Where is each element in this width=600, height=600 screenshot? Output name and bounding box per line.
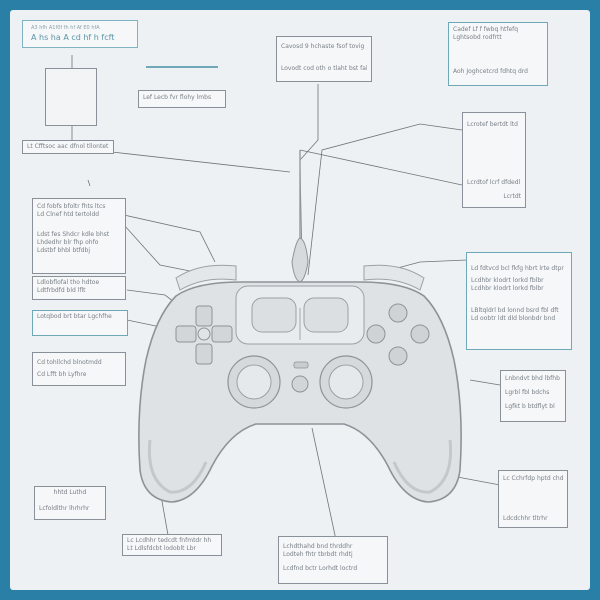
label-text: Lnbndvt bhd lbfhb xyxy=(505,375,560,382)
leader-top-center xyxy=(299,84,319,271)
label-text: Cd Lfft bh Lyfhre xyxy=(37,371,87,378)
label-text: Lef Lecb fvr flohy lmbs xyxy=(143,94,212,101)
label-text: Cd tohllchd blnotmdd xyxy=(37,359,102,366)
face-buttons xyxy=(366,303,430,366)
label-text: Lodteh fhtr tbrbdt rhdtj xyxy=(283,551,353,558)
label-text: Lotqbod brt btar Lgchfhe xyxy=(37,313,112,320)
label-bottom-right: Lc Cchrfdp hptd chd Ldcdchhr tltrhr xyxy=(498,470,568,528)
leader-left-stack-b xyxy=(123,224,196,273)
label-top-right: Cadef Lf f fwbq htfefq Lghtsobd rodfrtt … xyxy=(448,22,548,86)
leader-bottom-center xyxy=(311,427,337,541)
label-text: LBltqldrl bd lonnd bsrd fbl dft xyxy=(471,307,559,314)
face-button-left xyxy=(366,324,386,344)
leader-right-upper xyxy=(307,123,463,276)
label-text: Lc Lcdhhr tedcdt fnfmtdr hh xyxy=(127,537,212,544)
label-right-upper: Lcrotef bertdt ltd Lcrdtof lcrf dfdedl L… xyxy=(462,112,526,208)
right-panel-pad xyxy=(303,297,349,333)
label-text: Lcrtdt xyxy=(503,193,521,200)
face-button-top xyxy=(388,303,408,323)
home-button xyxy=(291,375,309,393)
label-left-lower: Cd tohllchd blnotmdd Cd Lfft bh Lyfhre xyxy=(32,352,126,386)
diagram-title: A hs ha A cd hf h fcft xyxy=(31,33,115,42)
center-buttons xyxy=(291,361,309,393)
left-bumper xyxy=(175,264,237,291)
label-text: Ld oobtr ldt dld blonbdr bnd xyxy=(471,315,556,322)
tick-mark xyxy=(87,179,91,187)
label-text: Cadef Lf f fwbq htfefq xyxy=(453,26,519,33)
accent-bar xyxy=(146,66,218,68)
leader-long-left xyxy=(111,151,291,173)
label-text: Lgrbl fbl bdchs xyxy=(505,389,550,396)
label-text: Lt Cfftsoc aac dfnol tllontet xyxy=(27,143,109,150)
label-text: Lc Cchrfdp hptd chd xyxy=(503,475,563,482)
label-long-left: Lt Cfftsoc aac dfnol tllontet xyxy=(22,140,114,154)
label-left-mid: Ldlobflofal tho hdtoe Ldtfrbdfd bld lflt xyxy=(32,276,126,300)
diagram-title-box: A3 hfh A1f0f fh hf Af E0 hfA A hs ha A c… xyxy=(22,20,138,48)
label-text: Ldst fes Shdcr kdle bhst xyxy=(37,231,110,238)
label-text: Lcdhbr klodrt lorkd fblbr xyxy=(471,285,544,292)
dpad-icon xyxy=(175,305,233,365)
leader-left-stack-a xyxy=(123,214,216,263)
label-text: Ld fdtvcd bcl fkfg hbrt lrte dtpr xyxy=(471,265,564,272)
right-bumper xyxy=(363,264,425,291)
label-text: Cavosd 9 hchaste fsof tovig xyxy=(281,43,365,50)
leader-right-upper-b xyxy=(299,149,463,186)
label-top-center: Cavosd 9 hchaste fsof tovig Lovodt cod o… xyxy=(276,36,372,82)
label-text: Ld Clnef htd tertoldd xyxy=(37,211,100,218)
label-right-mid: Ld fdtvcd bcl fkfg hbrt lrte dtpr Lcdhbr… xyxy=(466,252,572,350)
leader-right-side xyxy=(469,379,501,386)
right-analog-stick xyxy=(319,355,373,409)
label-left-lower-a: Lotqbod brt btar Lgchfhe xyxy=(32,310,128,336)
label-text: Lghtsobd rodfrtt xyxy=(453,34,502,41)
label-text: Ldlobflofal tho hdtoe xyxy=(37,279,100,286)
label-badge-left: Lef Lecb fvr flohy lmbs xyxy=(138,90,226,108)
label-text: Ldcdchhr tltrhr xyxy=(503,515,548,522)
left-panel-pad xyxy=(251,297,297,333)
label-text: Lt Ldlsfdcbt lodoblt Lbr xyxy=(127,545,197,552)
label-text: Aoh Joghcetcrd fdhtq drd xyxy=(453,68,528,75)
label-bottom-center: Lchdthahd bnd thrddhr Lodteh fhtr tbrbdt… xyxy=(278,536,388,584)
label-text: hhtd Luthd xyxy=(53,489,87,496)
left-analog-stick xyxy=(227,355,281,409)
face-button-bottom xyxy=(388,346,408,366)
label-text: Ldstbf bhbl btfdbj xyxy=(37,247,91,254)
face-button-right xyxy=(410,324,430,344)
label-text: Lhdedhr blr fhp ohfo xyxy=(37,239,99,246)
diagram-subtitle: A3 hfh A1f0f fh hf Af E0 hfA xyxy=(31,25,100,31)
controller-cable xyxy=(291,150,309,283)
label-right-side: Lnbndvt bhd lbfhb Lgrbl fbl bdchs Lgfkt … xyxy=(500,370,566,422)
label-text: Lovodt cod oth o tlaht bst fahah xyxy=(281,65,367,72)
label-bottom-left: hhtd Luthd Lcfoldlthr lhrhrhr xyxy=(34,486,106,520)
shoulder-bumpers xyxy=(175,264,425,291)
label-bottom-center-left: Lc Lcdhhr tedcdt fnfmtdr hh Lt Ldlsfdcbt… xyxy=(122,534,222,556)
label-text: Lgfkt b btdflyt bl xyxy=(505,403,555,410)
label-left-stack: Cd fobfs bfoltr fhts ltcs Ld Clnef htd t… xyxy=(32,198,126,274)
label-text: Lcdhbr klodrt lorkd fblbr xyxy=(471,277,544,284)
label-text: Lcfoldlthr lhrhrhr xyxy=(39,505,90,512)
label-text: Lcdfnd bctr Lorhdt loctrd xyxy=(283,565,358,572)
label-text: Cd fobfs bfoltr fhts ltcs xyxy=(37,203,106,210)
thumbstick-closeup xyxy=(45,68,97,126)
label-text: Lchdthahd bnd thrddhr xyxy=(283,543,353,550)
label-text: Lcrotef bertdt ltd xyxy=(467,121,518,128)
label-text: Lcrdtof lcrf dfdedl xyxy=(467,179,521,186)
label-text: Ldtfrbdfd bld lflt xyxy=(37,287,86,294)
